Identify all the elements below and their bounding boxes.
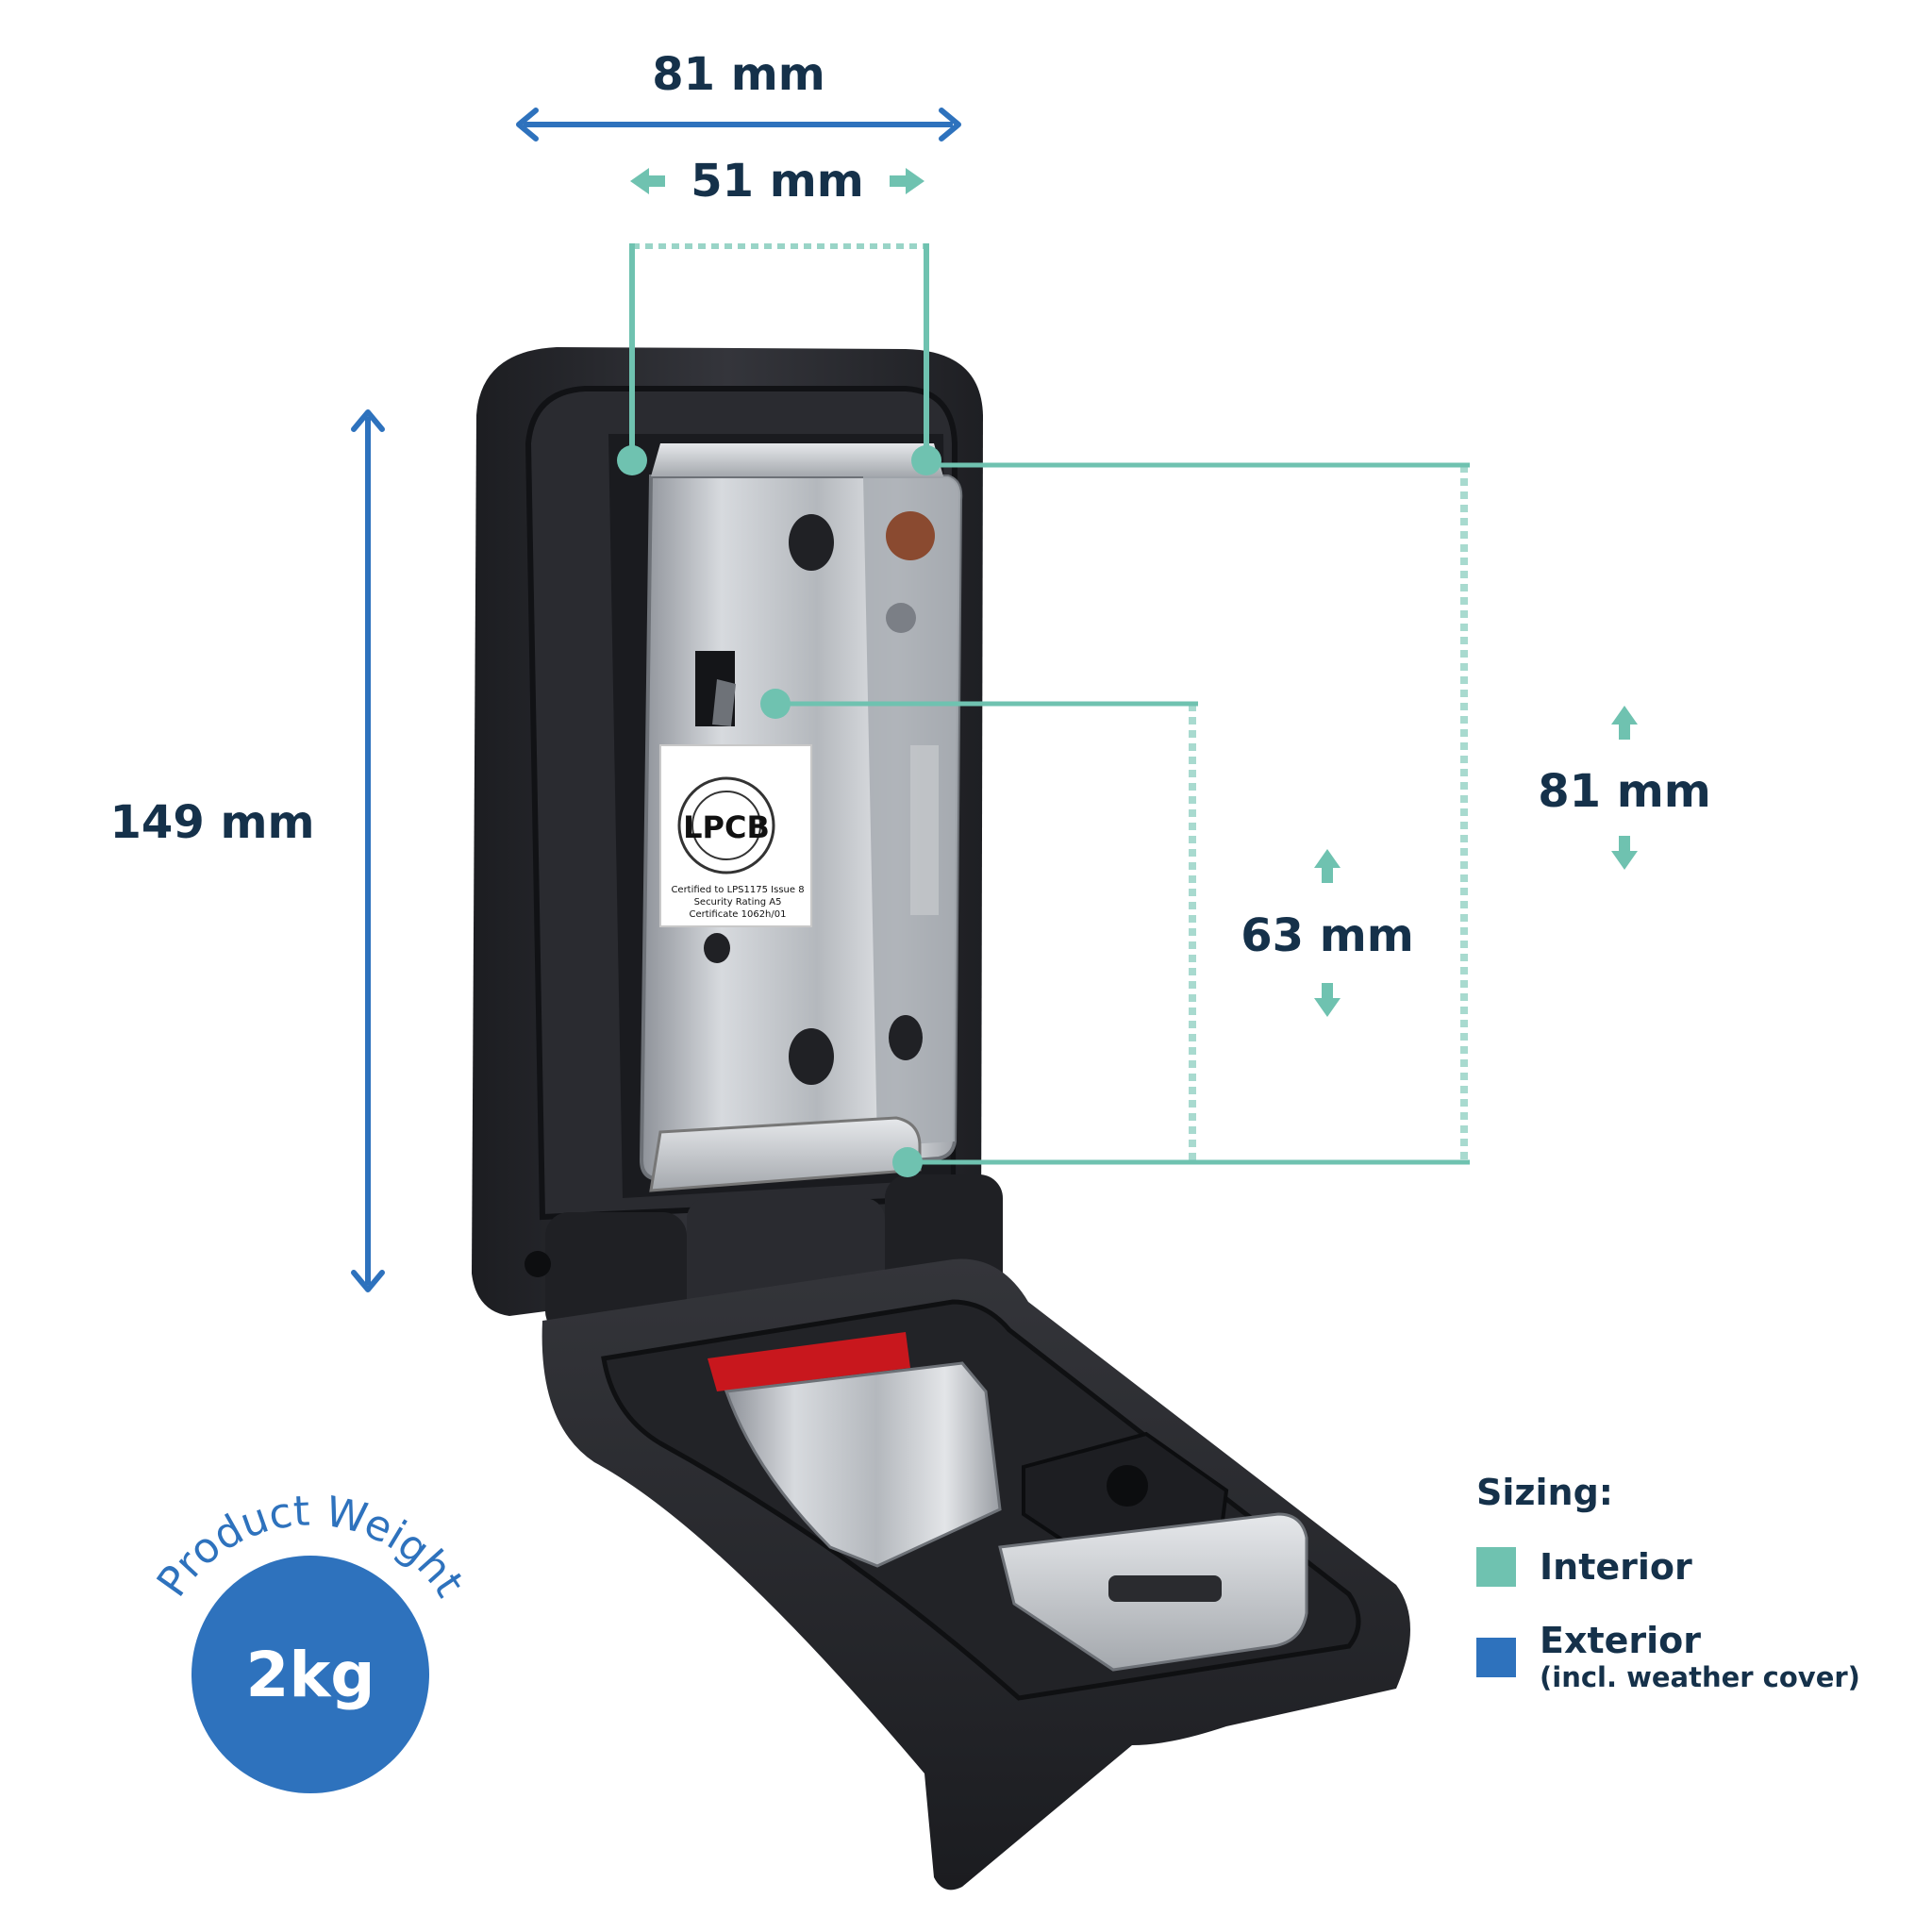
mount-hole <box>704 933 730 963</box>
exterior-width-label: 81 mm <box>652 48 825 101</box>
legend-title: Sizing: <box>1476 1472 1613 1513</box>
down-arrow-icon <box>1314 983 1341 1017</box>
left-arrow-icon <box>630 168 665 194</box>
steel-top-lip <box>651 443 943 476</box>
lock-hole <box>1107 1465 1148 1507</box>
dot-marker-icon <box>760 689 791 719</box>
weight-value: 2kg <box>245 1639 375 1711</box>
down-arrow-icon <box>1611 836 1638 870</box>
dot-marker-icon <box>617 445 647 475</box>
legend-swatch-interior <box>1476 1547 1516 1587</box>
cert-line-1: Certified to LPS1175 Issue 8 <box>671 885 804 895</box>
screw <box>886 603 916 633</box>
interior-depth-total-dimension: 81 mm <box>892 462 1711 1177</box>
interior-width-dimension: 51 mm <box>617 155 941 475</box>
interior-depth-total-label: 81 mm <box>1538 765 1711 818</box>
lpcb-seal <box>677 776 775 874</box>
product-weight-badge: Product Weight 2kg <box>148 1488 474 1793</box>
dot-marker-icon <box>892 1147 923 1177</box>
lid-steel <box>724 1361 1002 1568</box>
key-safe-product: LPCB Certified to LPS1175 Issue 8 Securi… <box>472 347 1410 1890</box>
side-sticker <box>910 745 939 915</box>
red-clip <box>708 1332 910 1391</box>
mount-hole <box>889 1015 923 1060</box>
screw <box>886 511 935 560</box>
up-arrow-icon <box>1611 706 1638 740</box>
mount-hole <box>789 514 834 571</box>
exterior-width-dimension: 81 mm <box>516 48 961 142</box>
right-arrow-icon <box>890 168 924 194</box>
up-arrow-icon <box>1314 849 1341 883</box>
sizing-legend: Sizing: Interior Exterior (incl. weather… <box>1476 1472 1860 1693</box>
legend-exterior-label: Exterior <box>1540 1620 1701 1661</box>
hinge-pin <box>525 1251 551 1277</box>
exterior-height-label: 149 mm <box>110 796 315 849</box>
lpcb-logo-text: LPCB <box>683 809 770 845</box>
legend-interior-label: Interior <box>1540 1546 1692 1588</box>
interior-depth-inner-dimension: 63 mm <box>760 689 1414 1162</box>
latch <box>712 679 736 726</box>
certificate-label: LPCB Certified to LPS1175 Issue 8 Securi… <box>659 744 812 927</box>
dot-marker-icon <box>911 445 941 475</box>
exterior-height-dimension: 149 mm <box>110 409 385 1292</box>
mount-hole <box>789 1028 834 1085</box>
legend-exterior-note: (incl. weather cover) <box>1540 1661 1860 1693</box>
latch-slot <box>1108 1575 1222 1602</box>
cert-line-2: Security Rating A5 <box>694 897 782 908</box>
interior-width-label: 51 mm <box>691 155 864 208</box>
weight-circle <box>192 1556 429 1793</box>
cert-line-3: Certificate 1062h/01 <box>689 909 786 920</box>
legend-swatch-exterior <box>1476 1638 1516 1677</box>
interior-depth-inner-label: 63 mm <box>1241 909 1414 962</box>
